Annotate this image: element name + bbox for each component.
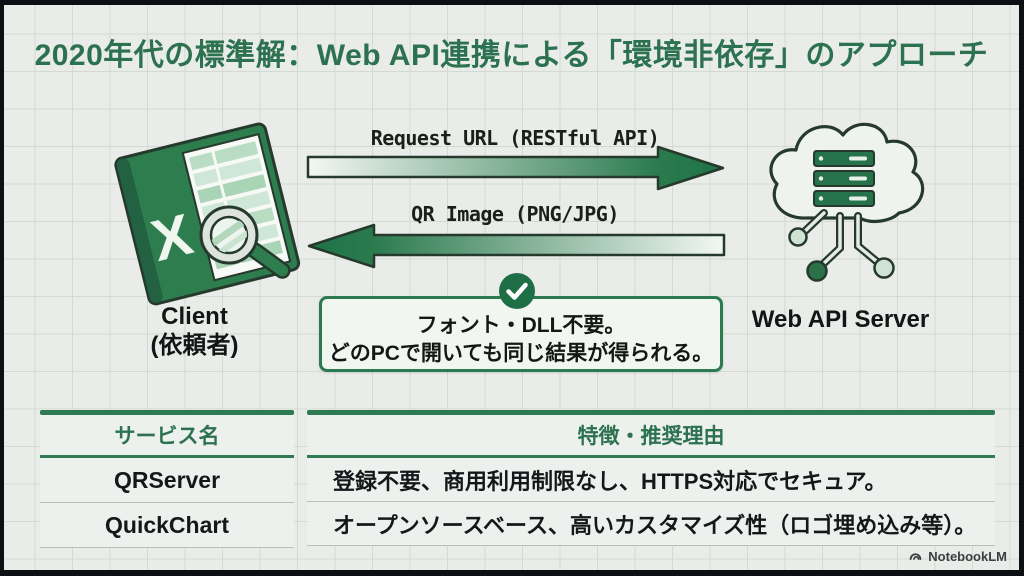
cloud-server-icon bbox=[769, 122, 925, 282]
benefit-callout: フォント・DLL不要。 どのPCで開いても同じ結果が得られる。 bbox=[319, 296, 723, 372]
table-row: オープンソースベース、高いカスタマイズ性（ロゴ埋め込み等）。 bbox=[307, 502, 995, 546]
benefit-line2: どのPCで開いても同じ結果が得られる。 bbox=[328, 341, 714, 365]
page-title: 2020年代の標準解：Web API連携による「環境非依存」のアプローチ bbox=[34, 39, 989, 72]
server-label: Web API Server bbox=[751, 306, 930, 333]
request-arrow-label: Request URL (RESTful API) bbox=[370, 126, 660, 150]
table-column-service: サービス名 QRServer QuickChart bbox=[40, 410, 294, 548]
client-label-line1: Client bbox=[161, 303, 228, 330]
table-top-rule bbox=[40, 410, 294, 415]
benefit-line1: フォント・DLL不要。 bbox=[416, 313, 626, 337]
table-column-feature: 特徴・推奨理由 登録不要、商用利用制限なし、HTTPS対応でセキュア。 オープン… bbox=[307, 410, 995, 546]
slide-canvas: 2020年代の標準解：Web API連携による「環境非依存」のアプローチ X bbox=[4, 5, 1019, 570]
table-row: 登録不要、商用利用制限なし、HTTPS対応でセキュア。 bbox=[307, 458, 995, 502]
request-arrow-icon bbox=[306, 145, 725, 191]
brand-footer: NotebookLM bbox=[908, 549, 1007, 564]
table-row: QuickChart bbox=[40, 503, 294, 548]
excel-magnifier-icon: X bbox=[114, 122, 301, 306]
table-top-rule bbox=[307, 410, 995, 415]
notebooklm-logo-icon bbox=[910, 553, 922, 561]
response-arrow-icon bbox=[307, 223, 726, 269]
brand-name: NotebookLM bbox=[928, 549, 1007, 564]
response-arrow-label: QR Image (PNG/JPG) bbox=[411, 202, 619, 226]
table-header-feature: 特徴・推奨理由 bbox=[307, 415, 995, 458]
table-row: QRServer bbox=[40, 458, 294, 503]
client-label: Client (依頼者) bbox=[117, 302, 272, 360]
table-header-service: サービス名 bbox=[40, 415, 294, 458]
check-icon bbox=[499, 273, 535, 309]
client-label-line2: (依頼者) bbox=[150, 332, 239, 359]
